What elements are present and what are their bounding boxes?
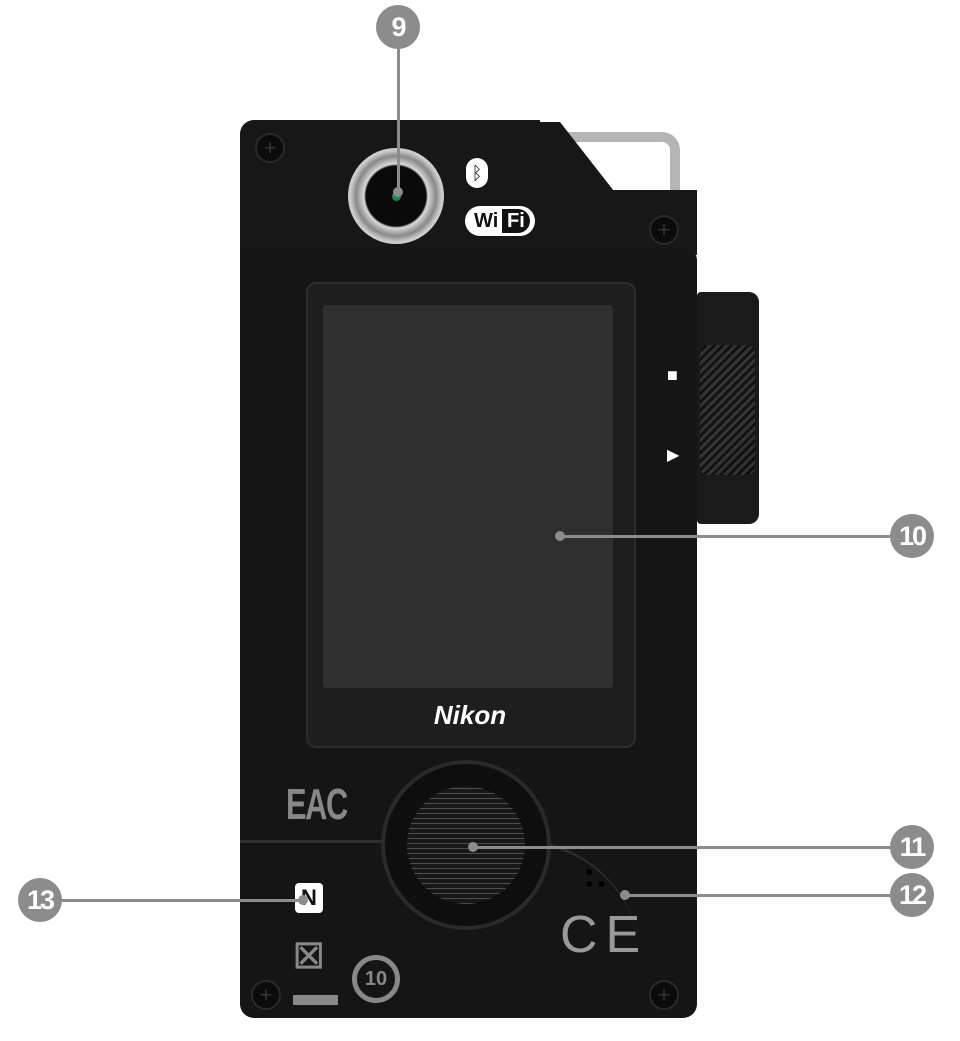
movie-mode-icon: ▶ — [667, 447, 680, 464]
callout-13-leader — [60, 899, 303, 902]
recycle-years: 10 — [364, 967, 388, 990]
recycle-10-icon: 10 — [352, 955, 400, 1003]
callout-12-leader — [625, 894, 893, 897]
screw-icon: + — [649, 980, 679, 1010]
monitor-screen[interactable] — [323, 305, 613, 688]
camera-handle — [500, 132, 680, 212]
callout-9-leader — [397, 48, 400, 193]
weee-bin-icon: ⊠ — [292, 933, 326, 977]
brand-logo: Nikon — [433, 700, 507, 730]
callout-9: 9 — [376, 5, 420, 49]
photo-mode-icon: ■ — [667, 365, 678, 385]
callout-10-dot — [555, 531, 565, 541]
callout-12-dot — [620, 890, 630, 900]
callout-12: 12 — [890, 873, 934, 917]
callout-11-leader — [473, 846, 893, 849]
screw-icon: + — [255, 133, 285, 163]
weee-bar — [293, 995, 338, 1005]
eac-mark: EAC — [286, 780, 348, 829]
fi-text: Fi — [502, 209, 530, 233]
nfc-icon: N — [295, 883, 323, 913]
main-button-texture[interactable] — [407, 786, 525, 904]
callout-9-dot — [393, 187, 403, 197]
callout-13: 13 — [18, 878, 62, 922]
screw-icon: + — [649, 215, 679, 245]
mode-dial-knurl[interactable] — [700, 345, 755, 475]
ce-mark: CE — [560, 906, 649, 964]
bluetooth-icon: ᛒ — [466, 158, 488, 188]
callout-11-dot — [468, 842, 478, 852]
speaker-holes: ●● ● — [585, 863, 606, 891]
callout-10: 10 — [890, 514, 934, 558]
callout-11: 11 — [890, 825, 934, 869]
callout-13-dot — [298, 895, 308, 905]
screw-icon: + — [251, 980, 281, 1010]
wifi-text: Wi — [474, 209, 499, 232]
callout-10-leader — [560, 535, 892, 538]
wifi-logo: Wi Fi — [465, 206, 535, 236]
